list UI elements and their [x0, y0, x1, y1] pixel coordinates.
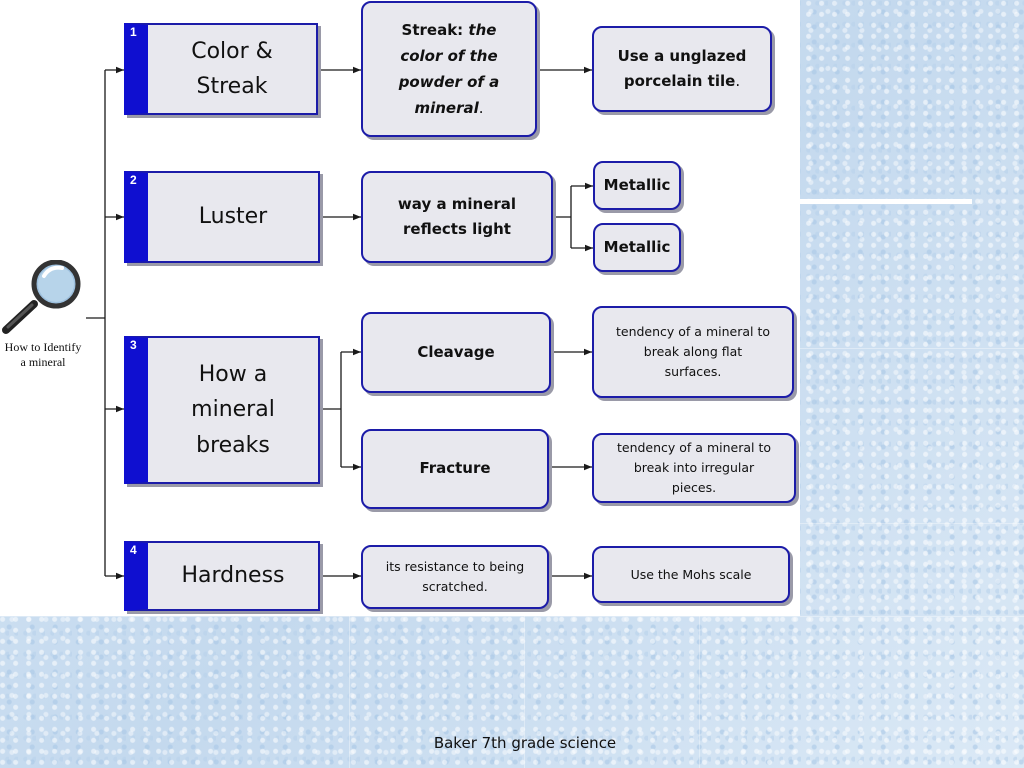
category-how-a-mineral-breaks: 3 How a mineral breaks: [124, 336, 320, 484]
mohs-scale-node: Use the Mohs scale: [592, 546, 790, 603]
cleavage-definition-node: tendency of a mineral to break along fla…: [592, 306, 794, 398]
streak-definition-node: Streak: the color of the powder of a min…: [361, 1, 537, 137]
category-luster: 2 Luster: [124, 171, 320, 263]
category-label: Color & Streak: [191, 38, 273, 99]
category-color-streak: 1 Color & Streak: [124, 23, 318, 115]
connector-lines: [86, 66, 593, 580]
category-label: Luster: [198, 204, 268, 230]
hardness-definition-node: its resistance to being scratched.: [361, 545, 549, 609]
category-number: 3: [130, 338, 137, 352]
root-label-line2: a mineral: [20, 355, 66, 369]
category-label: Hardness: [181, 563, 285, 589]
porcelain-tile-node: Use a unglazed porcelain tile.: [592, 26, 772, 112]
metallic-node-a: Metallic: [593, 161, 681, 210]
fracture-definition-node: tendency of a mineral to break into irre…: [592, 433, 796, 503]
highlight-bar: [800, 199, 972, 204]
category-number: 1: [130, 25, 137, 39]
metallic-node-b: Metallic: [593, 223, 681, 272]
category-label: How a mineral breaks: [191, 362, 275, 458]
cleavage-node: Cleavage: [361, 312, 551, 393]
category-number: 4: [130, 543, 137, 557]
magnifying-glass-icon: [2, 260, 81, 334]
footer-caption: Baker 7th grade science: [433, 734, 617, 752]
luster-definition-node: way a mineral reflects light: [361, 171, 553, 263]
streak-term: Streak:: [401, 20, 464, 39]
root-label-line1: How to Identify: [4, 340, 82, 354]
category-number: 2: [130, 173, 137, 187]
fracture-node: Fracture: [361, 429, 549, 509]
root-label: How to Identify a mineral: [0, 340, 86, 370]
category-hardness: 4 Hardness: [124, 541, 320, 611]
